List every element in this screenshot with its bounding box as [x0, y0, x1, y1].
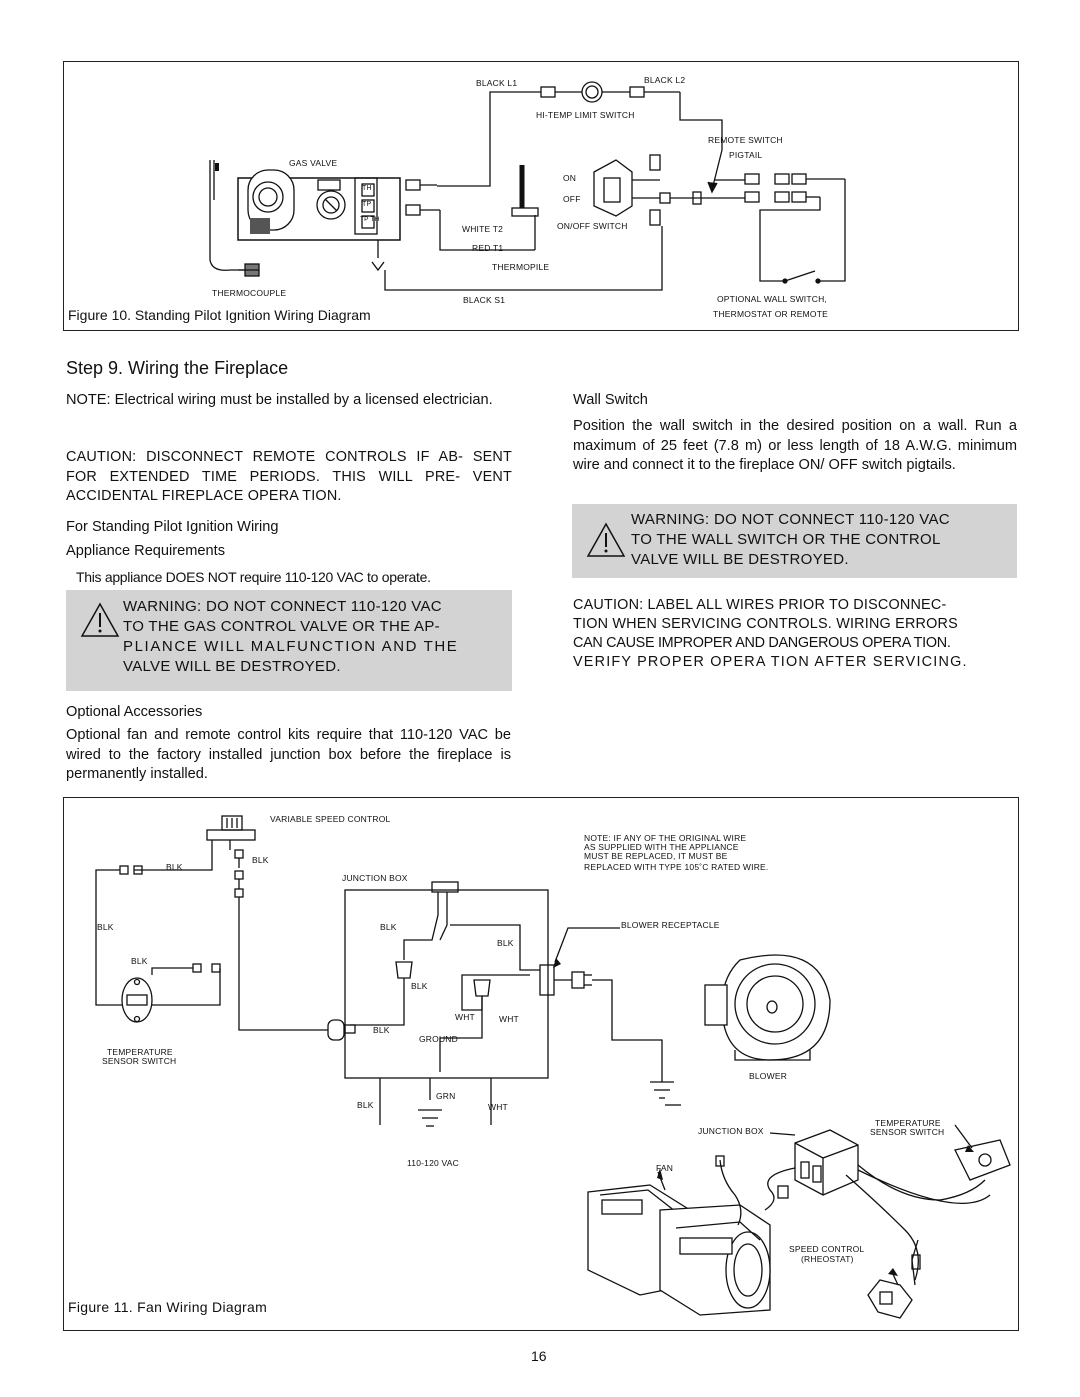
- requirement-text: This appliance DOES NOT require 110-120 …: [76, 569, 431, 585]
- label-optional-wall-switch: OPTIONAL WALL SWITCH,: [717, 294, 827, 304]
- label-fan: FAN: [656, 1163, 674, 1173]
- warning-triangle-icon: [586, 522, 626, 557]
- label-on-off-switch: ON/OFF SWITCH: [557, 221, 628, 231]
- sub-heading-appliance-requirements: Appliance Requirements: [66, 543, 225, 559]
- figure-10-diagram: [209, 81, 846, 291]
- warning-2-line-2: TO THE WALL SWITCH OR THE CONTROL: [631, 531, 941, 548]
- label-thermopile: THERMOPILE: [492, 262, 550, 272]
- label-wht-3: WHT: [488, 1102, 508, 1112]
- label-sensor-switch-1: SENSOR SWITCH: [102, 1056, 177, 1066]
- warning-1-line-3: PLIANCE WILL MALFUNCTION AND THE: [123, 638, 459, 655]
- sub-heading-standing-pilot: For Standing Pilot Ignition Wiring: [66, 519, 279, 535]
- caution-label-wires-3: CAN CAUSE IMPROPER AND DANGEROUS OPERA T…: [573, 635, 951, 651]
- label-on: ON: [563, 173, 577, 183]
- label-variable-speed-control: VARIABLE SPEED CONTROL: [270, 814, 391, 824]
- label-wire-note-1: NOTE: IF ANY OF THE ORIGINAL WIRE: [584, 833, 747, 843]
- figure-11-frame: [63, 797, 1019, 1331]
- label-black-s1: BLACK S1: [463, 295, 506, 305]
- warning-1-line-2: TO THE GAS CONTROL VALVE OR THE AP-: [123, 618, 440, 635]
- label-red-t1: RED T1: [472, 243, 504, 253]
- figure-11-caption: Figure 11. Fan Wiring Diagram: [68, 1299, 268, 1315]
- caution-label-wires-4: VERIFY PROPER OPERA TION AFTER SERVICING…: [573, 654, 968, 670]
- label-rheostat: (RHEOSTAT): [801, 1254, 854, 1264]
- optional-accessories-heading: Optional Accessories: [66, 704, 203, 720]
- label-speed-control: SPEED CONTROL: [789, 1244, 865, 1254]
- label-grn: GRN: [436, 1091, 456, 1101]
- label-temperature-2: TEMPERATURE: [875, 1118, 941, 1128]
- label-gas-valve: GAS VALVE: [289, 158, 338, 168]
- label-ground: GROUND: [419, 1034, 458, 1044]
- caution-label-wires-1: CAUTION: LABEL ALL WIRES PRIOR TO DISCON…: [573, 597, 947, 613]
- page-number: 16: [531, 1348, 547, 1364]
- warning-2-line-1: WARNING: DO NOT CONNECT 110-120 VAC: [631, 511, 950, 528]
- label-sensor-switch-2: SENSOR SWITCH: [870, 1127, 945, 1137]
- optional-accessories-text: Optional fan and remote control kits req…: [66, 727, 511, 782]
- caution-disconnect-remote: CAUTION: DISCONNECT REMOTE CONTROLS IF A…: [66, 449, 512, 504]
- label-pigtail: PIGTAIL: [729, 150, 763, 160]
- label-blk-2: BLK: [252, 855, 269, 865]
- label-blk-4: BLK: [380, 922, 397, 932]
- label-blk-9: BLK: [357, 1100, 374, 1110]
- label-hi-temp-limit-switch: HI-TEMP LIMIT SWITCH: [536, 110, 635, 120]
- caution-label-wires-2: TION WHEN SERVICING CONTROLS. WIRING ERR…: [573, 616, 958, 632]
- label-thermocouple: THERMOCOUPLE: [212, 288, 287, 298]
- label-valve-th: TH: [362, 185, 372, 192]
- warning-triangle-icon: [80, 602, 120, 637]
- label-thermostat-or-remote: THERMOSTAT OR REMOTE: [713, 309, 828, 319]
- label-blower: BLOWER: [749, 1071, 788, 1081]
- label-blk-1: BLK: [166, 862, 183, 872]
- label-blower-receptacle: BLOWER RECEPTACLE: [621, 920, 720, 930]
- label-junction-box-2: JUNCTION BOX: [698, 1126, 764, 1136]
- warning-1-line-1: WARNING: DO NOT CONNECT 110-120 VAC: [123, 598, 442, 615]
- label-blk-3: BLK: [97, 922, 114, 932]
- label-off: OFF: [563, 194, 581, 204]
- label-temperature-1: TEMPERATURE: [107, 1047, 173, 1057]
- label-blk-8: BLK: [373, 1025, 390, 1035]
- label-wire-note-4: REPLACED WITH TYPE 105˚C RATED WIRE.: [584, 862, 769, 872]
- label-wire-note-3: MUST BE REPLACED, IT MUST BE: [584, 851, 728, 861]
- label-remote-switch: REMOTE SWITCH: [708, 135, 783, 145]
- note-text: NOTE: Electrical wiring must be installe…: [66, 392, 493, 408]
- warning-2-line-3: VALVE WILL BE DESTROYED.: [631, 551, 849, 568]
- label-black-l1: BLACK L1: [476, 78, 518, 88]
- step-heading: Step 9. Wiring the Fireplace: [66, 358, 289, 378]
- warning-1-line-4: VALVE WILL BE DESTROYED.: [123, 658, 341, 675]
- label-blk-5: BLK: [497, 938, 514, 948]
- wall-switch-text: Position the wall switch in the desired …: [573, 418, 1017, 473]
- warning-box-wall-switch: WARNING: DO NOT CONNECT 110-120 VAC TO T…: [572, 504, 1017, 578]
- label-wht-2: WHT: [499, 1014, 519, 1024]
- label-blk-6: BLK: [131, 956, 148, 966]
- figure-10-caption: Figure 10. Standing Pilot Ignition Wirin…: [68, 307, 371, 323]
- label-white-t2: WHITE T2: [462, 224, 504, 234]
- label-black-l2: BLACK L2: [644, 75, 686, 85]
- warning-box-gas-control: WARNING: DO NOT CONNECT 110-120 VAC TO T…: [66, 590, 512, 691]
- label-wire-note-2: AS SUPPLIED WITH THE APPLIANCE: [584, 842, 739, 852]
- label-junction-box-1: JUNCTION BOX: [342, 873, 408, 883]
- label-blk-7: BLK: [411, 981, 428, 991]
- figure-10-frame: [63, 61, 1019, 331]
- label-wht-1: WHT: [455, 1012, 475, 1022]
- label-valve-tp-th: TP TH: [360, 216, 380, 223]
- label-110-120-vac: 110-120 VAC: [407, 1158, 459, 1168]
- label-valve-tp: TP: [362, 201, 372, 208]
- wall-switch-heading: Wall Switch: [573, 392, 648, 408]
